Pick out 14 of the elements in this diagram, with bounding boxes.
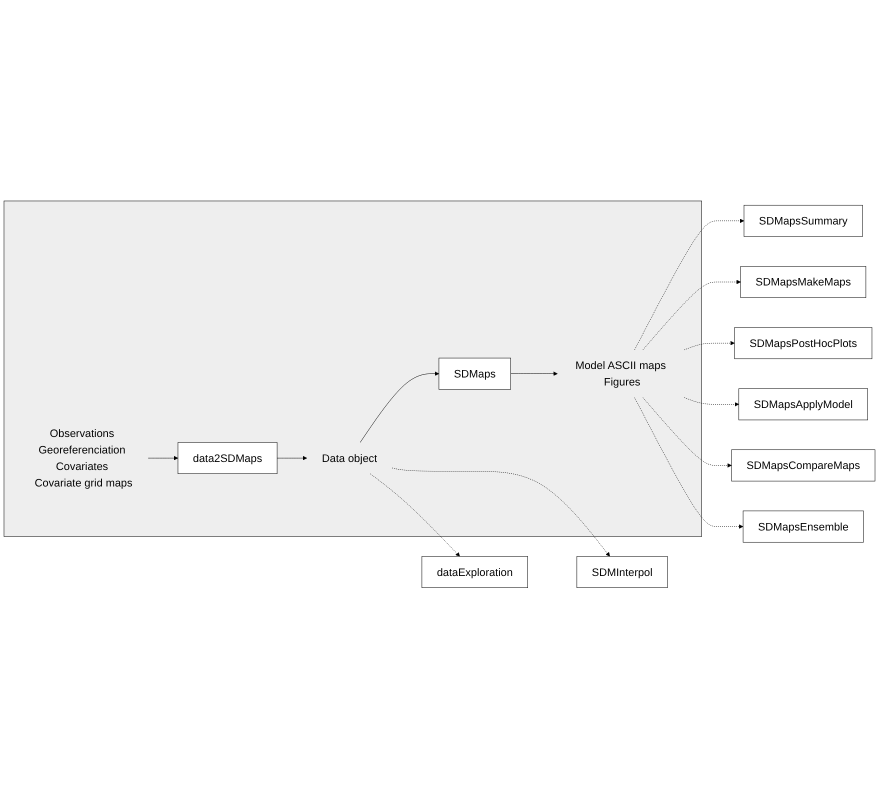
node-box: SDMapsSummary <box>744 204 863 236</box>
node-box: SDMapsMakeMaps <box>740 266 866 298</box>
node-text: Observations Georeferenciation Covariates Covariate grid maps <box>34 426 132 489</box>
node-box: data2SDMaps <box>178 442 278 474</box>
node-box: SDMapsCompareMaps <box>731 449 876 481</box>
node-box: SDMapsEnsemble <box>742 510 864 542</box>
node-box: SDMInterpol <box>576 556 668 588</box>
node-box: SDMapsApplyModel <box>738 388 868 420</box>
node-text: Data object <box>322 452 378 464</box>
cluster <box>4 200 702 536</box>
node-box: dataExploration <box>422 556 528 588</box>
node-box: SDMaps <box>438 357 511 390</box>
node-text: Model ASCII maps Figures <box>575 358 666 388</box>
node-box: SDMapsPostHocPlots <box>734 326 872 359</box>
